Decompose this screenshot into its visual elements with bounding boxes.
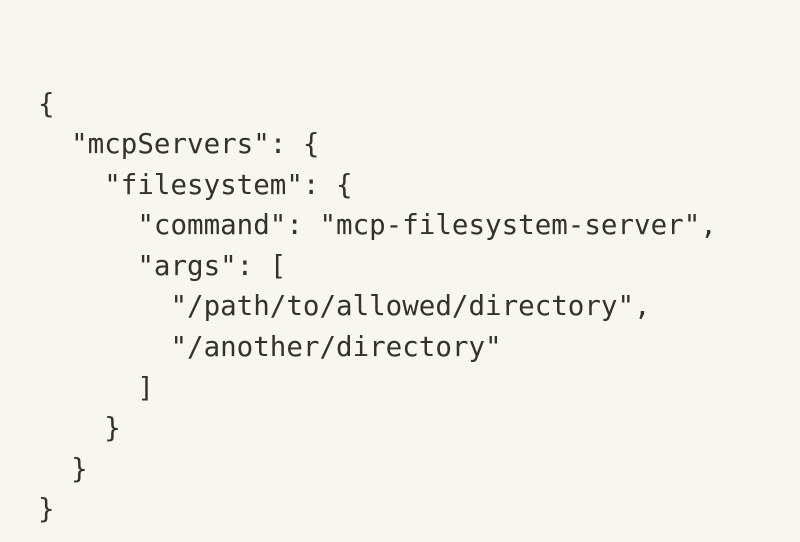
- code-line: ]: [38, 371, 154, 404]
- code-line: {: [38, 87, 55, 120]
- code-line: "/another/directory": [38, 331, 502, 364]
- code-line: "filesystem": {: [38, 168, 353, 201]
- code-line: }: [38, 412, 121, 445]
- code-line: "/path/to/allowed/directory",: [38, 290, 651, 323]
- code-line: }: [38, 452, 88, 485]
- code-line: "args": [: [38, 249, 287, 282]
- json-code-block: { "mcpServers": { "filesystem": { "comma…: [38, 84, 717, 531]
- code-line: }: [38, 493, 55, 526]
- code-line: "command": "mcp-filesystem-server",: [38, 209, 717, 242]
- code-line: "mcpServers": {: [38, 128, 320, 161]
